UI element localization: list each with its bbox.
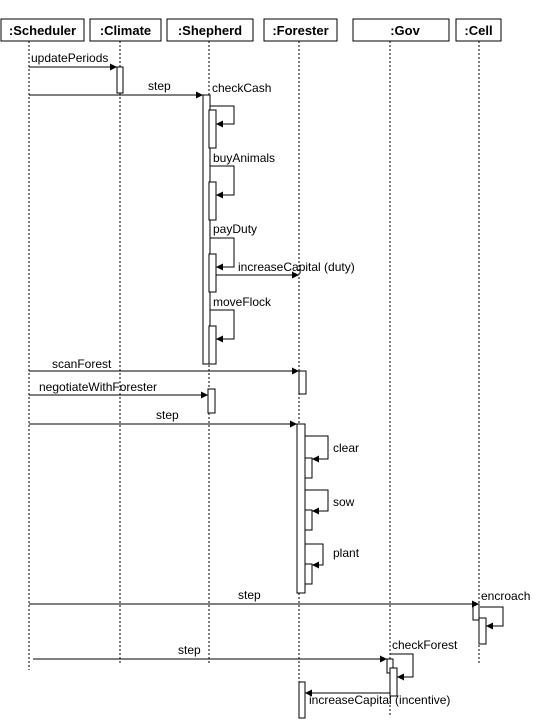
participant-forester: :Forester [263,18,338,42]
activation-forester-plant [304,563,313,585]
message-arrow [210,165,235,199]
activation-shepherd-buyanimals [208,181,217,221]
message-label: checkCash [212,81,271,95]
activation-shepherd-moveflock [208,325,217,365]
message-step-gov: step [33,643,387,663]
activation-shepherd-checkcash [208,109,217,149]
participant-box [263,18,338,42]
message-label: increaseCapital (incentive) [309,693,450,707]
participant-label: :Gov [390,23,420,38]
activation-climate [116,66,124,94]
message-buy-animals: buyAnimals [210,151,275,199]
message-scan-forest: scanForest [29,357,299,375]
participant-cell: :Cell [455,18,502,42]
participant-gov: :Gov [352,18,450,42]
message-label: buyAnimals [213,151,275,165]
message-label: negotiateWithForester [39,380,157,394]
message-pay-duty: payDuty [210,222,257,271]
message-arrow [210,309,235,343]
message-arrow [390,653,414,681]
participant-scheduler: :Scheduler [0,18,85,42]
activation-forester-scanforest [298,370,307,395]
activation-forester-clear [304,457,313,479]
message-label: encroach [481,589,530,603]
message-label: sow [333,495,355,509]
participant-label: :Climate [100,23,151,38]
activation-shepherd-step [202,94,211,365]
message-check-forest: checkForest [390,638,458,681]
message-label: moveFlock [213,295,272,309]
message-step-cell: step [29,588,479,608]
message-step-shepherd: step [29,79,203,99]
message-arrow [305,489,329,515]
message-arrow [305,435,329,463]
activation-forester-increasecapital [298,681,306,719]
message-negotiate-with-forester: negotiateWithForester [29,380,208,399]
participant-box [89,18,162,42]
message-arrow [305,543,324,569]
participant-box [166,18,254,42]
message-update-periods: updatePeriods [29,51,117,71]
message-sow: sow [305,489,355,515]
message-label: updatePeriods [31,51,108,65]
message-move-flock: moveFlock [210,295,272,343]
message-label: step [238,588,261,602]
message-plant: plant [305,543,360,569]
message-arrow [480,606,504,630]
message-label: scanForest [52,357,112,371]
activation-forester-step [296,423,306,594]
message-label: payDuty [213,222,257,236]
message-check-cash: checkCash [210,81,271,128]
message-label: step [156,408,179,422]
message-label: clear [333,441,359,455]
participant-label: :Scheduler [9,23,76,38]
activation-shepherd-negotiate [207,388,216,414]
activation-shepherd-payduty [208,253,217,293]
message-encroach: encroach [480,589,530,630]
message-arrow [210,105,235,128]
message-label: step [148,79,171,93]
participant-box [0,18,85,42]
participant-label: :Shepherd [178,23,242,38]
activation-forester-sow [304,509,313,531]
message-increase-capital-incentive: increaseCapital (incentive) [305,689,450,707]
activation-cell-step [472,603,480,621]
participant-box [352,18,450,42]
message-label: checkForest [392,638,458,652]
message-label: step [178,643,201,657]
participant-climate: :Climate [89,18,162,42]
activation-gov-checkforest [389,667,398,697]
activation-cell-encroach [478,617,487,645]
participant-label: :Forester [272,23,328,38]
message-increase-capital-duty: increaseCapital (duty) [216,260,355,279]
message-step-forester: step [29,408,297,428]
message-label: increaseCapital (duty) [238,260,355,274]
message-arrow [210,237,235,271]
message-clear: clear [305,435,359,463]
participant-label: :Cell [464,23,492,38]
participant-shepherd: :Shepherd [166,18,254,42]
message-label: plant [333,546,360,560]
